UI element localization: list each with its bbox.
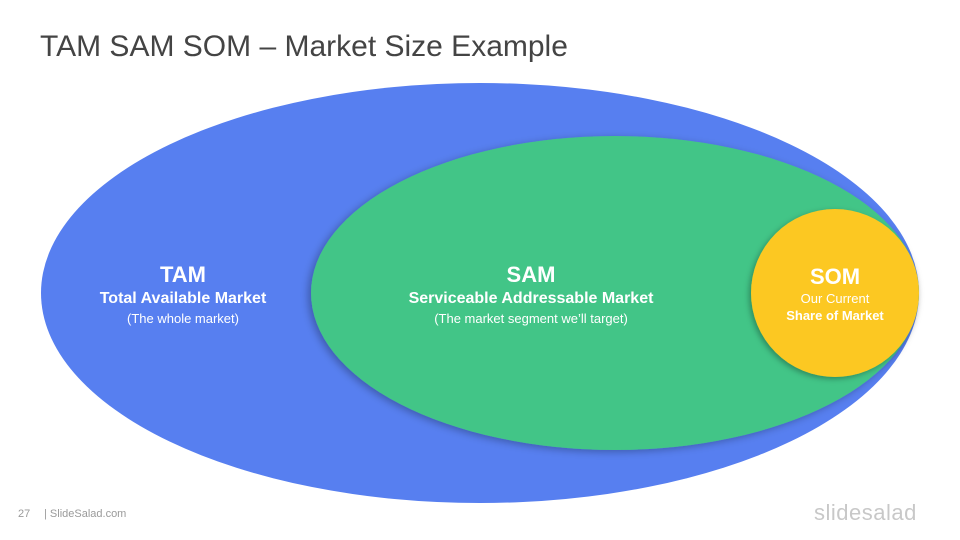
som-heading: SOM [809, 264, 861, 289]
sam-heading: SAM [506, 262, 556, 287]
tam-label: TAM Total Available Market (The whole ma… [60, 262, 306, 328]
tam-name: Total Available Market [99, 290, 267, 307]
brand-logo: slidesalad [814, 500, 917, 525]
sam-name: Serviceable Addressable Market [408, 290, 654, 307]
sam-ellipse [311, 136, 919, 450]
sam-description: (The market segment we’ll target) [434, 311, 628, 326]
page-number: 27 [18, 508, 31, 520]
som-line2: Share of Market [786, 308, 884, 323]
som-label: SOM Our Current Share of Market [765, 264, 905, 324]
som-circle [751, 209, 919, 377]
tam-description: (The whole market) [127, 311, 239, 326]
slide-title: TAM SAM SOM – Market Size Example [40, 30, 568, 63]
sam-label: SAM Serviceable Addressable Market (The … [371, 262, 691, 328]
som-line1: Our Current [800, 291, 870, 306]
tam-heading: TAM [159, 262, 207, 287]
footer-site-link: | SlideSalad.com [44, 508, 127, 520]
